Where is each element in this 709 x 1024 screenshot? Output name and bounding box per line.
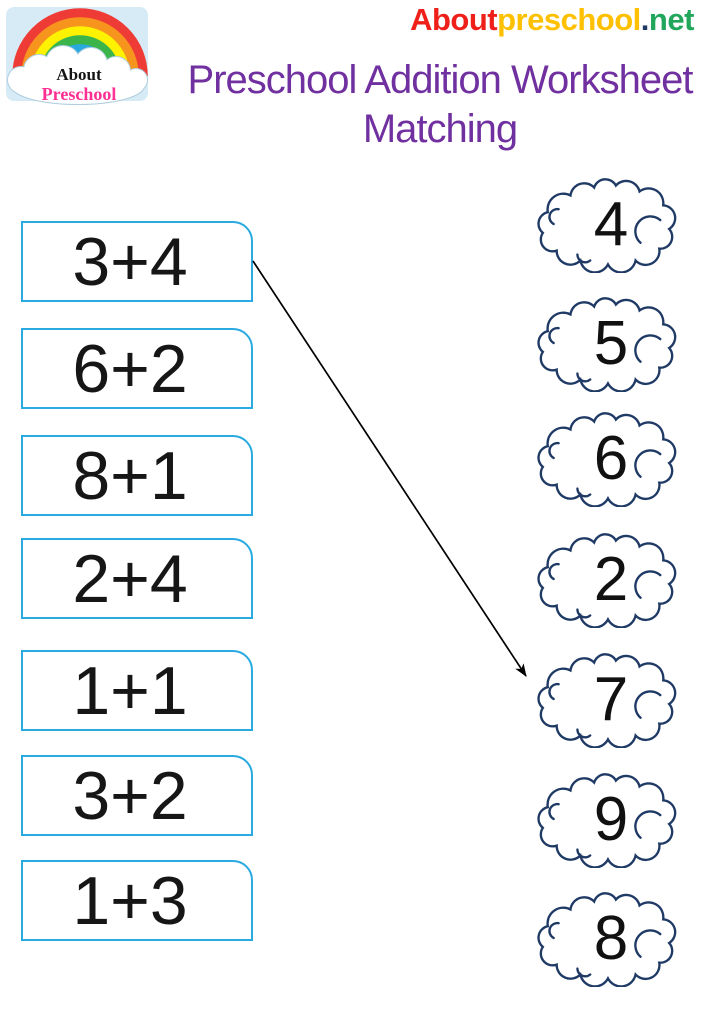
answer-number: 2 bbox=[593, 544, 629, 614]
logo-text-preschool: Preschool bbox=[42, 84, 117, 104]
worksheet-subtitle: Matching bbox=[362, 107, 518, 151]
site-title-part-about: About bbox=[410, 2, 498, 37]
problem-text: 3+2 bbox=[72, 757, 188, 834]
answer-number: 6 bbox=[593, 423, 629, 493]
problem-box-1[interactable]: 3+4 bbox=[21, 221, 253, 302]
answer-number: 4 bbox=[593, 189, 629, 259]
problem-text: 1+1 bbox=[72, 652, 188, 729]
site-title-part-dot: . bbox=[640, 2, 650, 37]
answer-cloud-4[interactable]: 2 bbox=[533, 532, 679, 628]
problem-text: 1+3 bbox=[72, 862, 188, 939]
problem-text: 8+1 bbox=[72, 437, 188, 514]
site-title-part-preschool: preschool bbox=[497, 2, 641, 37]
worksheet-title: Preschool Addition Worksheet bbox=[187, 58, 694, 102]
problem-text: 3+4 bbox=[72, 223, 188, 300]
answer-cloud-5[interactable]: 7 bbox=[533, 652, 679, 748]
answer-number: 7 bbox=[593, 664, 629, 734]
answer-number: 8 bbox=[593, 903, 629, 973]
problem-box-2[interactable]: 6+2 bbox=[21, 328, 253, 409]
answer-cloud-1[interactable]: 4 bbox=[533, 177, 679, 273]
site-title-part-net: net bbox=[648, 2, 695, 37]
brand-logo: About Preschool bbox=[5, 0, 150, 112]
problem-text: 6+2 bbox=[72, 330, 188, 407]
problem-box-4[interactable]: 2+4 bbox=[21, 538, 253, 619]
site-title: Aboutpreschool.net bbox=[392, 2, 709, 38]
problem-text: 2+4 bbox=[72, 540, 188, 617]
answer-number: 9 bbox=[593, 784, 629, 854]
answer-cloud-6[interactable]: 9 bbox=[533, 772, 679, 868]
worksheet-heading: Preschool Addition Worksheet Matching bbox=[160, 56, 709, 154]
answer-number: 5 bbox=[593, 308, 629, 378]
answer-cloud-2[interactable]: 5 bbox=[533, 296, 679, 392]
rainbow-logo-icon: About Preschool bbox=[6, 7, 148, 105]
answer-cloud-3[interactable]: 6 bbox=[533, 411, 679, 507]
logo-text-about: About bbox=[56, 65, 102, 84]
problem-box-6[interactable]: 3+2 bbox=[21, 755, 253, 836]
problem-box-3[interactable]: 8+1 bbox=[21, 435, 253, 516]
problem-box-7[interactable]: 1+3 bbox=[21, 860, 253, 941]
answer-cloud-7[interactable]: 8 bbox=[533, 891, 679, 987]
problem-box-5[interactable]: 1+1 bbox=[21, 650, 253, 731]
